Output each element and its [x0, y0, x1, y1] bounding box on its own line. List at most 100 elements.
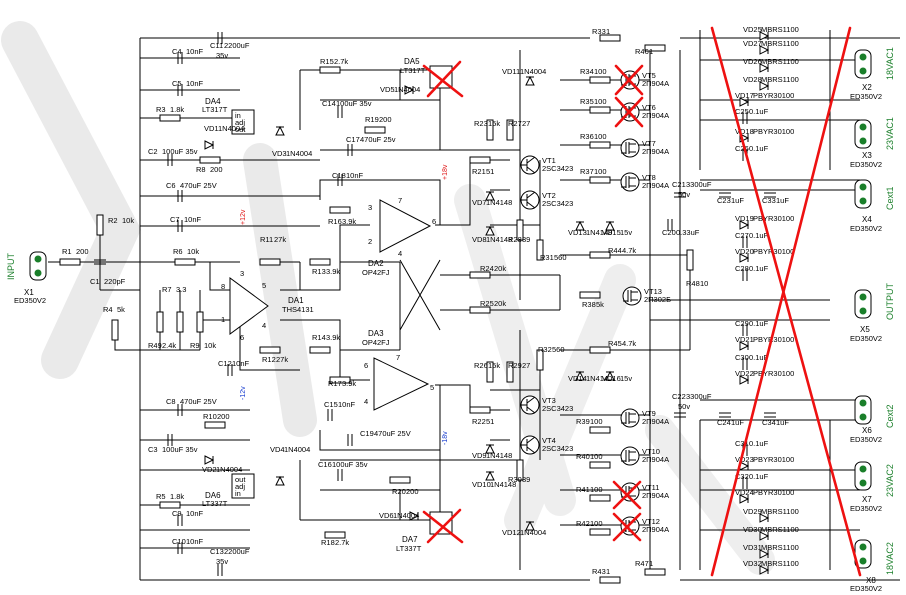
svg-text:C1: C1 — [90, 277, 100, 286]
svg-text:VD13: VD13 — [568, 228, 587, 237]
svg-text:R43: R43 — [592, 567, 606, 576]
minus18-label: -18v — [442, 431, 449, 445]
svg-text:1uF: 1uF — [731, 418, 744, 427]
svg-text:R32: R32 — [538, 345, 552, 354]
svg-text:200: 200 — [76, 247, 89, 256]
svg-text:6: 6 — [240, 333, 244, 342]
svg-text:C23: C23 — [717, 196, 731, 205]
svg-text:470uF 25V: 470uF 25V — [180, 397, 217, 406]
svg-text:R13: R13 — [312, 267, 326, 276]
svg-text:1N4004: 1N4004 — [393, 511, 419, 520]
svg-text:adj: adj — [235, 118, 245, 127]
svg-text:3: 3 — [368, 203, 372, 212]
svg-text:C12: C12 — [218, 359, 232, 368]
minus12-label: -12v — [240, 386, 247, 400]
vt5-cross — [614, 64, 644, 96]
svg-text:VT13: VT13 — [644, 287, 662, 296]
svg-text:2П904А: 2П904А — [642, 147, 669, 156]
svg-text:1N4148: 1N4148 — [490, 480, 516, 489]
svg-text:1.8k: 1.8k — [170, 492, 184, 501]
svg-text:470uF 25v: 470uF 25v — [360, 135, 396, 144]
svg-text:C14: C14 — [322, 99, 336, 108]
svg-text:VD14: VD14 — [568, 374, 587, 383]
svg-text:VD7: VD7 — [472, 198, 487, 207]
svg-text:5: 5 — [262, 281, 266, 290]
svg-text:5k: 5k — [596, 300, 604, 309]
svg-text:10: 10 — [700, 279, 708, 288]
svg-text:MBRS1100: MBRS1100 — [761, 57, 799, 66]
svg-text:10nF: 10nF — [232, 359, 250, 368]
svg-text:1uF: 1uF — [776, 196, 789, 205]
svg-text:R14: R14 — [312, 333, 326, 342]
svg-text:VD32: VD32 — [743, 559, 762, 568]
connector-x8: 18VAC2 X8 ED350V2 — [850, 539, 895, 593]
svg-text:100: 100 — [590, 519, 603, 528]
input-label: INPUT — [6, 252, 16, 280]
svg-text:220pF: 220pF — [104, 277, 126, 286]
da5-cross — [422, 60, 464, 98]
svg-text:5: 5 — [430, 383, 434, 392]
svg-text:adj: adj — [235, 482, 245, 491]
svg-text:VT9: VT9 — [642, 409, 656, 418]
svg-text:6: 6 — [364, 361, 368, 370]
svg-text:VD11: VD11 — [502, 67, 520, 76]
svg-text:out: out — [235, 475, 246, 484]
da7-part: LT337T — [396, 544, 422, 553]
svg-text:1uF: 1uF — [776, 418, 789, 427]
svg-text:1N4004: 1N4004 — [284, 445, 310, 454]
svg-text:50v: 50v — [678, 402, 690, 411]
svg-text:VD17: VD17 — [735, 91, 754, 100]
svg-text:8: 8 — [221, 282, 225, 291]
svg-text:1N4004: 1N4004 — [520, 528, 546, 537]
svg-text:PBYR30100: PBYR30100 — [753, 91, 794, 100]
svg-text:1: 1 — [649, 559, 653, 568]
input-connector: INPUT X1 ED350V2 — [6, 251, 47, 305]
svg-text:3300uF: 3300uF — [686, 180, 712, 189]
svg-text:C19: C19 — [360, 429, 374, 438]
vt6-cross — [614, 96, 644, 128]
svg-text:R48: R48 — [686, 279, 700, 288]
svg-text:R24: R24 — [480, 264, 494, 273]
svg-text:PBYR30100: PBYR30100 — [753, 455, 794, 464]
svg-text:X4: X4 — [862, 215, 872, 224]
svg-text:27k: 27k — [276, 355, 288, 364]
svg-text:VD20: VD20 — [735, 247, 754, 256]
svg-text:R40: R40 — [576, 452, 590, 461]
connector-x4: Cext1 X4 ED350V2 — [850, 179, 895, 233]
svg-text:VD22: VD22 — [735, 369, 754, 378]
svg-text:10nF: 10nF — [186, 47, 204, 56]
svg-text:VD8: VD8 — [472, 235, 487, 244]
svg-text:VT3: VT3 — [542, 396, 556, 405]
wiring — [48, 30, 900, 581]
svg-text:100uF 35v: 100uF 35v — [162, 445, 198, 454]
svg-text:6: 6 — [432, 217, 436, 226]
svg-text:C9: C9 — [172, 509, 182, 518]
